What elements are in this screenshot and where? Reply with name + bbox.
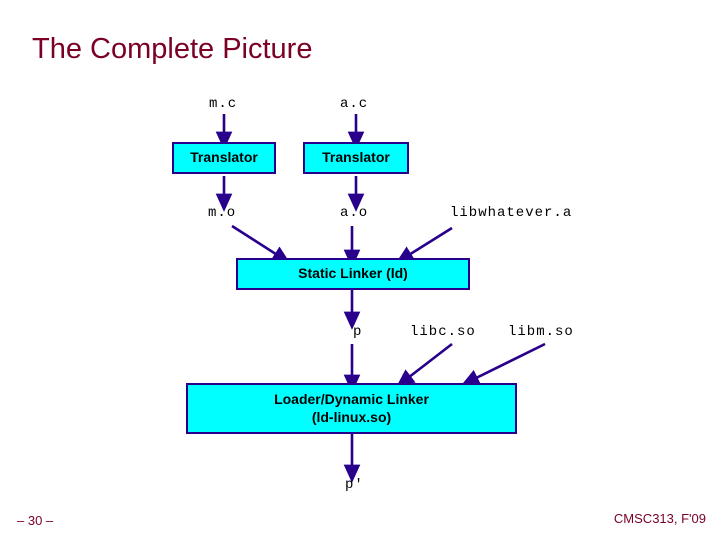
box-translator-left[interactable]: Translator xyxy=(172,142,276,174)
label-p: p xyxy=(353,324,363,340)
page-title: The Complete Picture xyxy=(32,33,313,65)
arrow-mo-to-linker xyxy=(231,224,291,264)
label-p-prime: p' xyxy=(345,477,364,493)
loader-line-2: (ld-linux.so) xyxy=(311,408,392,425)
slide-number: – 30 – xyxy=(17,513,54,528)
course-footer: CMSC313, F'09 xyxy=(613,511,706,526)
arrow-libmso-to-loader xyxy=(461,342,546,386)
label-libm-so: libm.so xyxy=(508,324,574,340)
label-a-c: a.c xyxy=(340,96,369,112)
label-a-o: a.o xyxy=(340,205,369,221)
box-static-linker[interactable]: Static Linker (ld) xyxy=(236,258,470,290)
arrow-libwhatever-to-linker xyxy=(395,226,453,264)
label-m-c: m.c xyxy=(209,96,238,112)
loader-line-1: Loader/Dynamic Linker xyxy=(274,391,429,407)
box-loader-dynamic-linker[interactable]: Loader/Dynamic Linker (ld-linux.so) xyxy=(186,383,517,434)
label-libwhatever-a: libwhatever.a xyxy=(450,205,573,221)
label-libc-so: libc.so xyxy=(410,324,476,340)
label-m-o: m.o xyxy=(208,205,237,221)
box-translator-right[interactable]: Translator xyxy=(303,142,409,174)
arrow-libcso-to-loader xyxy=(396,342,453,388)
